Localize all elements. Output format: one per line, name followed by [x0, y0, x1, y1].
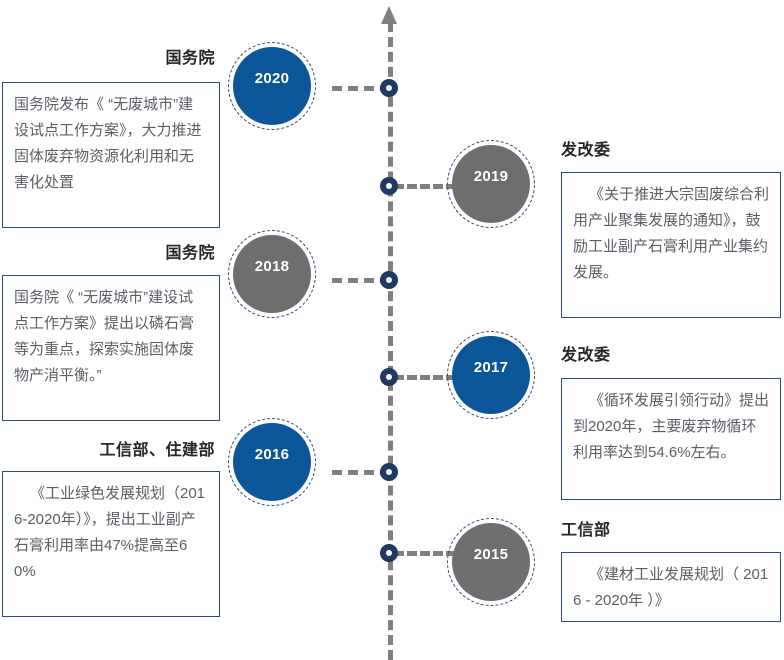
year-circle-2018[interactable]: 2018 — [228, 230, 316, 318]
circle-dashed-ring — [228, 418, 316, 506]
event-body-2016: 《工业绿色发展规划（2016-2020年）》，提出工业副产石膏利用率由47%提高… — [14, 485, 206, 580]
axis-node-2015 — [380, 544, 398, 562]
year-label: 2015 — [473, 545, 509, 563]
org-heading-2019: 发改委 — [561, 142, 611, 159]
arrow-up-icon — [381, 6, 397, 24]
org-heading-2015: 工信部 — [561, 522, 611, 539]
year-circle-2019[interactable]: 2019 — [447, 140, 535, 228]
axis-node-2016 — [380, 463, 398, 481]
org-heading-2020: 国务院 — [165, 50, 215, 67]
connector-2020 — [332, 86, 390, 91]
year-circle-2015[interactable]: 2015 — [447, 518, 535, 606]
connector-2019 — [394, 184, 456, 189]
event-body-2015: 《建材工业发展规划（ 2016 - 2020年 ）》 — [573, 566, 769, 609]
year-circle-2017[interactable]: 2017 — [447, 331, 535, 419]
event-box-2016: 《工业绿色发展规划（2016-2020年）》，提出工业副产石膏利用率由47%提高… — [2, 471, 220, 617]
circle-dashed-ring — [228, 230, 316, 318]
circle-fill: 2017 — [452, 336, 530, 414]
year-label: 2018 — [254, 257, 290, 275]
org-heading-2016: 工信部、住建部 — [99, 442, 215, 459]
connector-2017 — [394, 375, 456, 380]
circle-fill: 2015 — [452, 523, 530, 601]
year-circle-2016[interactable]: 2016 — [228, 418, 316, 506]
connector-2015 — [394, 551, 456, 556]
event-box-2020: 国务院发布《 “无废城市”建设试点工作方案》，大力推进固体废弃物资源化利用和无害… — [2, 82, 220, 228]
circle-dashed-ring — [447, 331, 535, 419]
circle-fill: 2019 — [452, 145, 530, 223]
circle-fill: 2016 — [233, 423, 311, 501]
axis-node-2020 — [380, 79, 398, 97]
event-box-2019: 《关于推进大宗固废综合利用产业聚集发展的通知》，鼓励工业副产石膏利用产业集约发展… — [561, 172, 781, 318]
org-heading-2018: 国务院 — [165, 245, 215, 262]
connector-2016 — [332, 470, 390, 475]
circle-fill: 2020 — [233, 47, 311, 125]
year-label: 2019 — [473, 167, 509, 185]
event-box-2018: 国务院《 “无废城市”建设试点工作方案》提出以磷石膏等为重点，探索实施固体废物产… — [2, 275, 220, 421]
event-body-2018: 国务院《 “无废城市”建设试点工作方案》提出以磷石膏等为重点，探索实施固体废物产… — [14, 289, 195, 384]
event-body-2017: 《循环发展引领行动》提出到2020年，主要废弃物循环利用率达到54.6%左右。 — [573, 392, 770, 461]
event-body-2019: 《关于推进大宗固废综合利用产业聚集发展的通知》，鼓励工业副产石膏利用产业集约发展… — [573, 186, 770, 281]
year-label: 2020 — [254, 69, 290, 87]
connector-2018 — [332, 278, 390, 283]
year-circle-2020[interactable]: 2020 — [228, 42, 316, 130]
axis-node-2018 — [380, 271, 398, 289]
circle-fill: 2018 — [233, 235, 311, 313]
axis-node-2017 — [380, 368, 398, 386]
org-heading-2017: 发改委 — [561, 347, 611, 364]
circle-dashed-ring — [447, 518, 535, 606]
event-body-2020: 国务院发布《 “无废城市”建设试点工作方案》，大力推进固体废弃物资源化利用和无害… — [14, 96, 202, 191]
event-box-2017: 《循环发展引领行动》提出到2020年，主要废弃物循环利用率达到54.6%左右。 — [561, 378, 781, 500]
circle-dashed-ring — [447, 140, 535, 228]
event-box-2015: 《建材工业发展规划（ 2016 - 2020年 ）》 — [561, 552, 781, 622]
axis-node-2019 — [380, 177, 398, 195]
year-label: 2016 — [254, 445, 290, 463]
timeline-axis-line — [388, 22, 393, 660]
circle-dashed-ring — [228, 42, 316, 130]
year-label: 2017 — [473, 358, 509, 376]
